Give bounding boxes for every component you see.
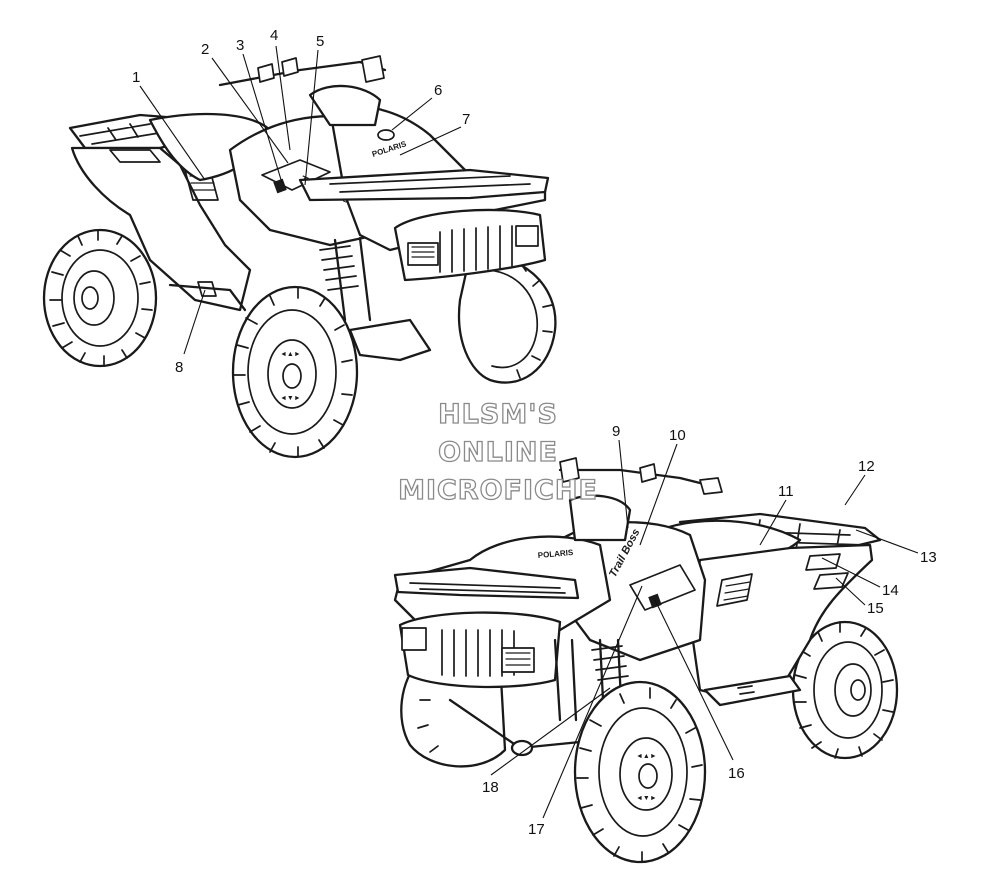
callout-3: 3 (236, 37, 244, 54)
callout-10: 10 (669, 427, 686, 444)
atv-front-left-view: Trail Boss POLARIS (393, 457, 899, 864)
callout-4: 4 (270, 27, 278, 44)
front-right-wheel: ◄▲► ◄▼► (231, 285, 359, 459)
svg-text:◄▼►: ◄▼► (636, 795, 657, 802)
watermark-line-2: ONLINE (438, 437, 558, 468)
leader-lines (139, 45, 919, 819)
callout-16: 16 (728, 765, 745, 782)
callout-11: 11 (778, 483, 794, 500)
brand-decal-atv2: POLARIS (537, 548, 574, 560)
callout-18: 18 (482, 779, 499, 796)
svg-text:◄▼►: ◄▼► (280, 395, 301, 402)
callout-7: 7 (462, 111, 470, 128)
rear-right-wheel (457, 253, 557, 384)
atv2-body: Trail Boss POLARIS (393, 457, 882, 757)
callout-12: 12 (858, 458, 875, 475)
callout-numbers: 1 2 3 4 5 6 7 8 9 10 11 12 13 14 15 16 1… (132, 27, 937, 838)
callout-14: 14 (882, 582, 899, 599)
svg-text:◄▲►: ◄▲► (636, 753, 657, 760)
callout-8: 8 (175, 359, 183, 376)
rear-left-wheel (42, 228, 158, 368)
callout-2: 2 (201, 41, 209, 58)
front-left-wheel: ◄▲► ◄▼► (573, 680, 707, 864)
callout-9: 9 (612, 423, 620, 440)
callout-5: 5 (316, 33, 324, 50)
watermark-line-1: HLSM'S (438, 399, 558, 430)
svg-text:◄▲►: ◄▲► (280, 351, 301, 358)
watermark: HLSM'S ONLINE MICROFICHE (397, 398, 598, 506)
atv-front-right-view: Trail Boss POLARIS (42, 55, 557, 459)
rear-right-wheel-atv2 (791, 620, 899, 760)
callout-15: 15 (867, 600, 884, 617)
callout-13: 13 (920, 549, 937, 566)
watermark-line-3: MICROFICHE (398, 475, 598, 506)
callout-17: 17 (528, 821, 545, 838)
callout-1: 1 (132, 69, 140, 86)
callout-6: 6 (434, 82, 442, 99)
atv1-body: Trail Boss POLARIS (68, 55, 550, 362)
